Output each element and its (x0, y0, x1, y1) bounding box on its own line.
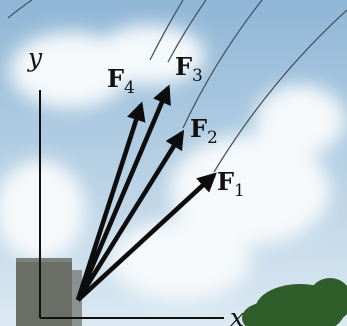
force-vector-f3 (75, 84, 171, 301)
force-vectors (75, 84, 217, 302)
power-lines (7, 0, 347, 173)
label-f3: F3 (175, 52, 203, 86)
label-f4: F4 (107, 64, 135, 98)
label-f2: F2 (190, 114, 218, 148)
label-f3-symbol: F (175, 52, 192, 81)
label-f1-subscript: 1 (234, 181, 245, 201)
label-f4-symbol: F (107, 64, 124, 93)
label-f1-symbol: F (217, 167, 234, 196)
label-f2-symbol: F (190, 114, 207, 143)
label-f2-subscript: 2 (207, 128, 218, 148)
tree-foliage (242, 278, 347, 326)
force-vector-f2 (76, 129, 185, 302)
y-axis-label: y (27, 43, 43, 72)
x-axis-label: x (230, 303, 244, 326)
force-vector-f1 (76, 172, 217, 302)
label-f3-subscript: 3 (192, 66, 203, 86)
force-vector-f4 (75, 101, 146, 301)
label-f1: F1 (217, 167, 245, 201)
label-f4-subscript: 4 (124, 78, 135, 98)
